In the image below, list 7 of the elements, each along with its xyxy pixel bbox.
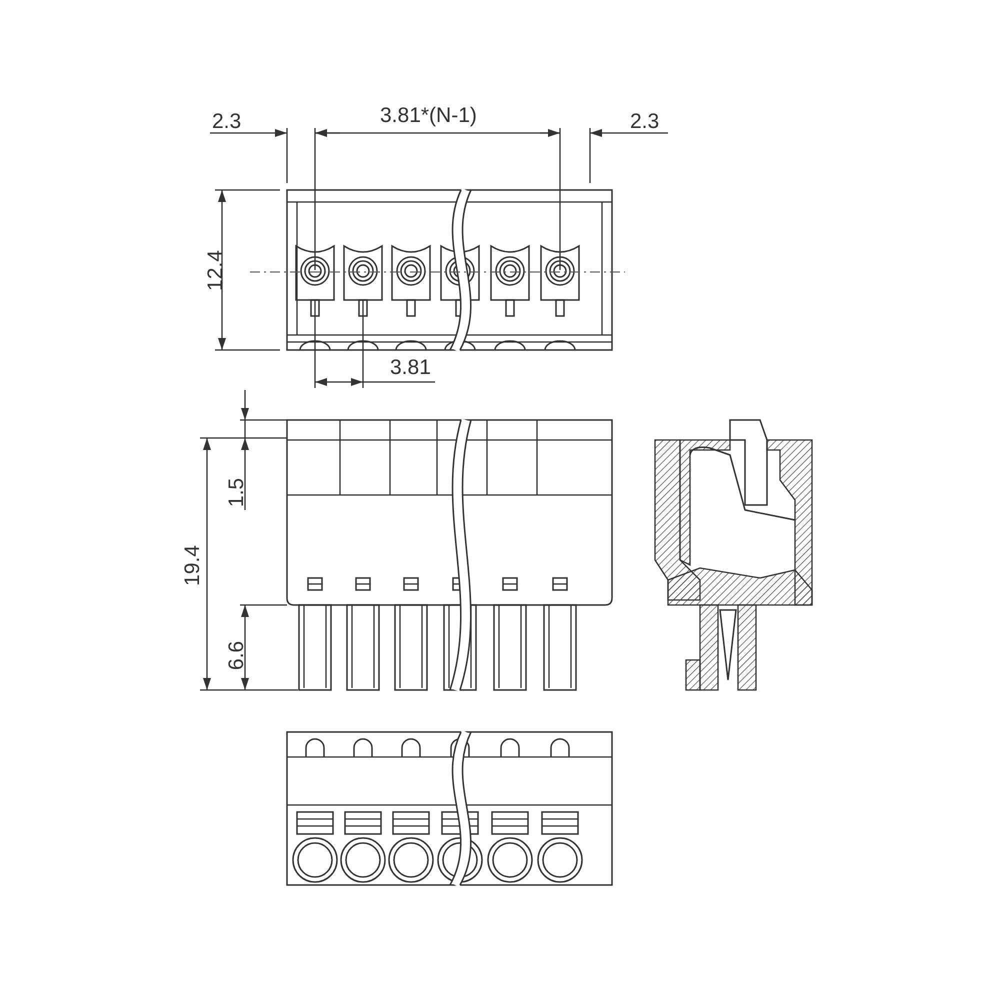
dimension-label: 6.6 (226, 640, 248, 670)
dimension-label: 1.5 (226, 478, 248, 508)
dimension-label: 19.4 (182, 545, 203, 586)
dimension-label: 3.81 (390, 357, 431, 378)
dimension-label: 2.3 (630, 111, 660, 132)
dimension-label: 3.81*(N-1) (380, 105, 477, 126)
dimension-label: 2.3 (212, 111, 242, 132)
